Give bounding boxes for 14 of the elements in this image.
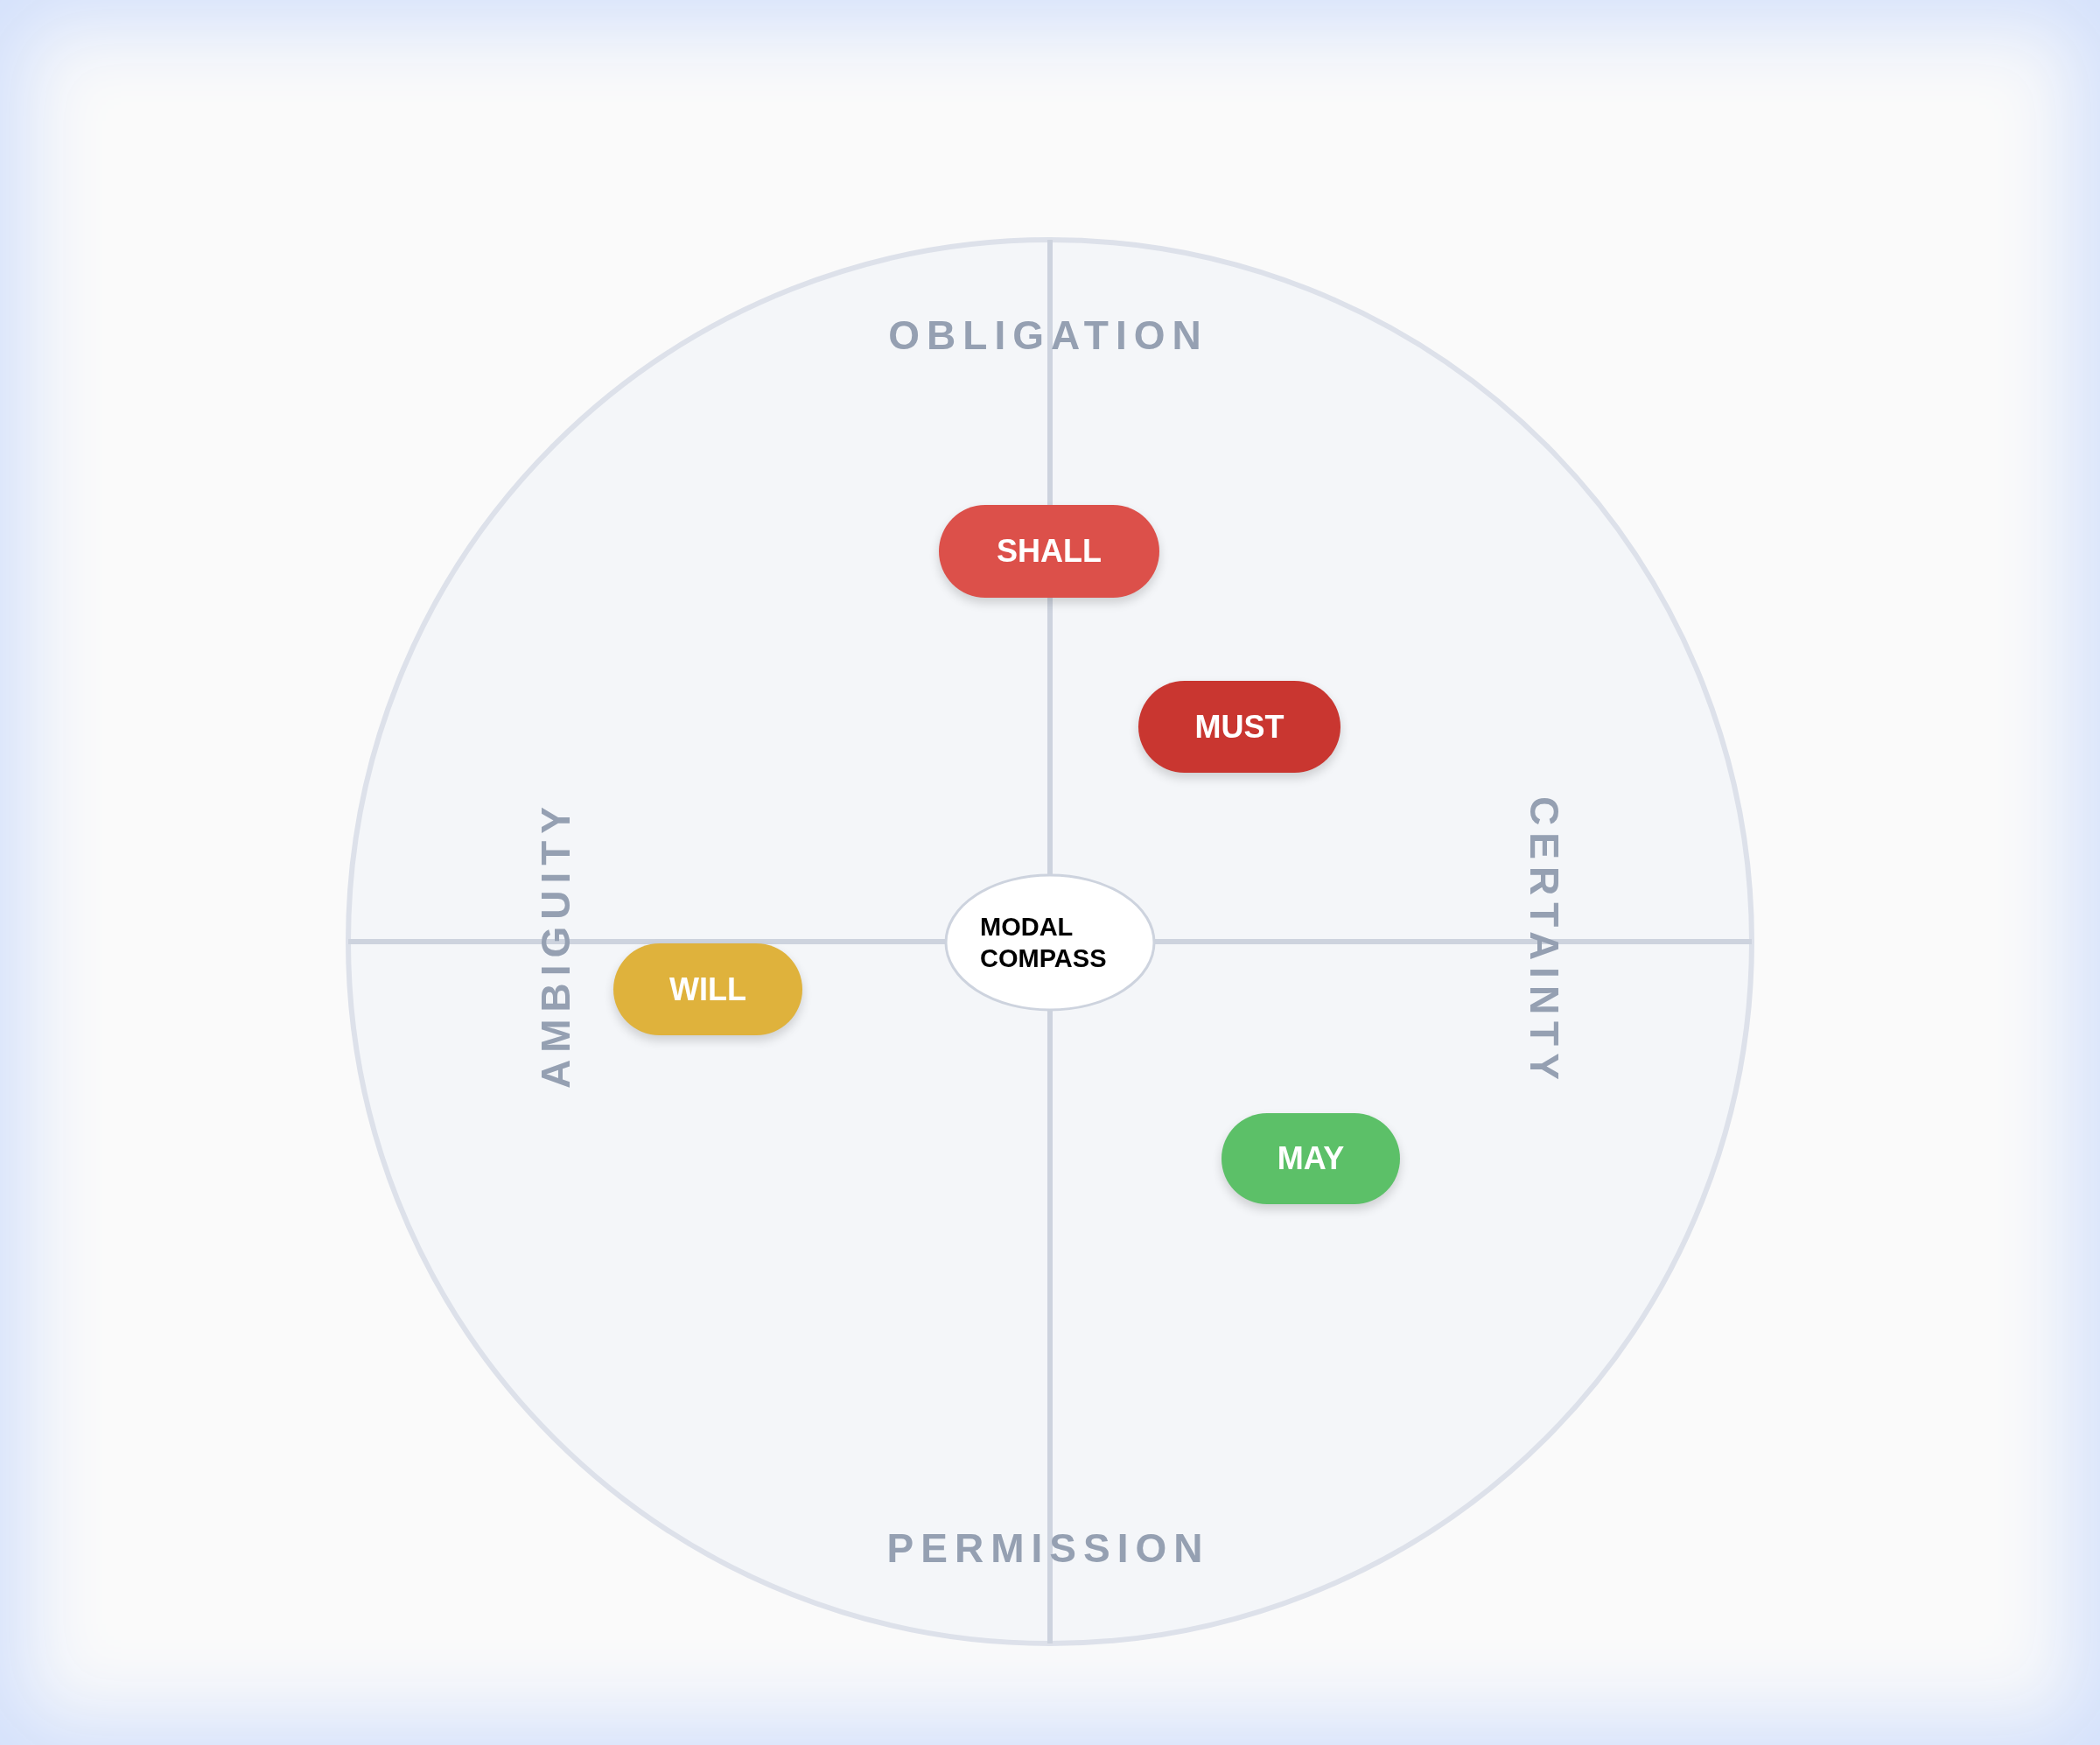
term-text: SHALL bbox=[997, 533, 1102, 570]
axis-label: CERTAINTY bbox=[1521, 796, 1568, 1087]
term-pill bbox=[939, 505, 1159, 598]
term-pill bbox=[613, 943, 802, 1035]
axis-label: AMBIGUITY bbox=[532, 799, 579, 1090]
term-text: WILL bbox=[669, 971, 746, 1008]
term-pill bbox=[1138, 681, 1340, 773]
term-text: MODAL COMPASS bbox=[980, 911, 1108, 974]
axis-label: OBLIGATION bbox=[888, 312, 1208, 359]
term-pill bbox=[1222, 1113, 1400, 1204]
term-text: MUST bbox=[1194, 708, 1284, 746]
center-ellipse bbox=[944, 873, 1156, 1012]
term-text: MAY bbox=[1277, 1140, 1345, 1177]
axis-label: PERMISSION bbox=[886, 1524, 1210, 1572]
